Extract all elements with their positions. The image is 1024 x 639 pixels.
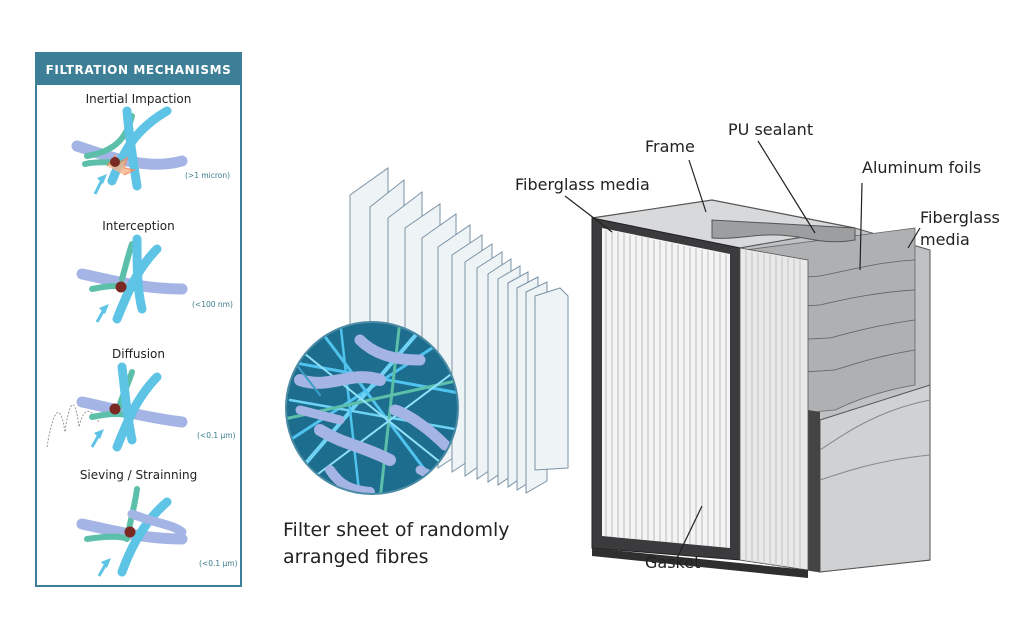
mechanism-size-interception: (<100 nm) [192, 300, 233, 309]
arrow-icon [94, 429, 104, 439]
particle-icon [109, 403, 121, 415]
hepa-filter-unit [591, 199, 931, 578]
filtration-mechanisms-panel: FILTRATION MECHANISMS Inertial Impaction… [35, 52, 242, 587]
mechanism-size-sieving: (<0.1 µm) [199, 559, 238, 568]
panel-header: FILTRATION MECHANISMS [37, 54, 240, 85]
leader-lines [564, 140, 921, 559]
diffusion-illustration [46, 362, 188, 452]
interception-illustration [76, 234, 188, 324]
pleat-pattern [605, 230, 727, 547]
arrow-icon [97, 174, 107, 184]
particle-icon [124, 526, 136, 538]
mechanism-title-inertial-impaction: Inertial Impaction [85, 92, 192, 106]
inertial-impaction-illustration [71, 106, 188, 195]
label-pu-sealant: PU sealant [728, 120, 814, 139]
mechanism-title-sieving: Sieving / Strainning [79, 468, 198, 482]
particle-icon [110, 157, 120, 167]
mechanism-size-inertial-impaction: (>1 micron) [185, 171, 231, 180]
label-fiberglass-media-left: Fiberglass media [515, 175, 650, 194]
label-fiberglass-media-right-1: Fiberglass [920, 208, 1000, 227]
particle-icon [115, 281, 127, 293]
mechanism-size-diffusion: (<0.1 µm) [197, 431, 236, 440]
label-aluminum-foils: Aluminum foils [862, 158, 982, 177]
sieving-illustration [76, 486, 188, 577]
mechanism-title-interception: Interception [102, 219, 175, 233]
caption-line-2: arranged fibres [283, 546, 429, 568]
mechanism-title-diffusion: Diffusion [112, 347, 165, 361]
arrow-icon [99, 304, 109, 314]
arrow-icon [101, 558, 111, 568]
filter-sheet-caption: Filter sheet of randomly arranged fibres [283, 517, 509, 571]
label-frame: Frame [645, 137, 695, 156]
fibre-circle [285, 321, 459, 495]
label-fiberglass-media-right-2: media [920, 230, 970, 249]
caption-line-1: Filter sheet of randomly [283, 519, 510, 541]
label-gasket: Gasket [645, 553, 701, 572]
